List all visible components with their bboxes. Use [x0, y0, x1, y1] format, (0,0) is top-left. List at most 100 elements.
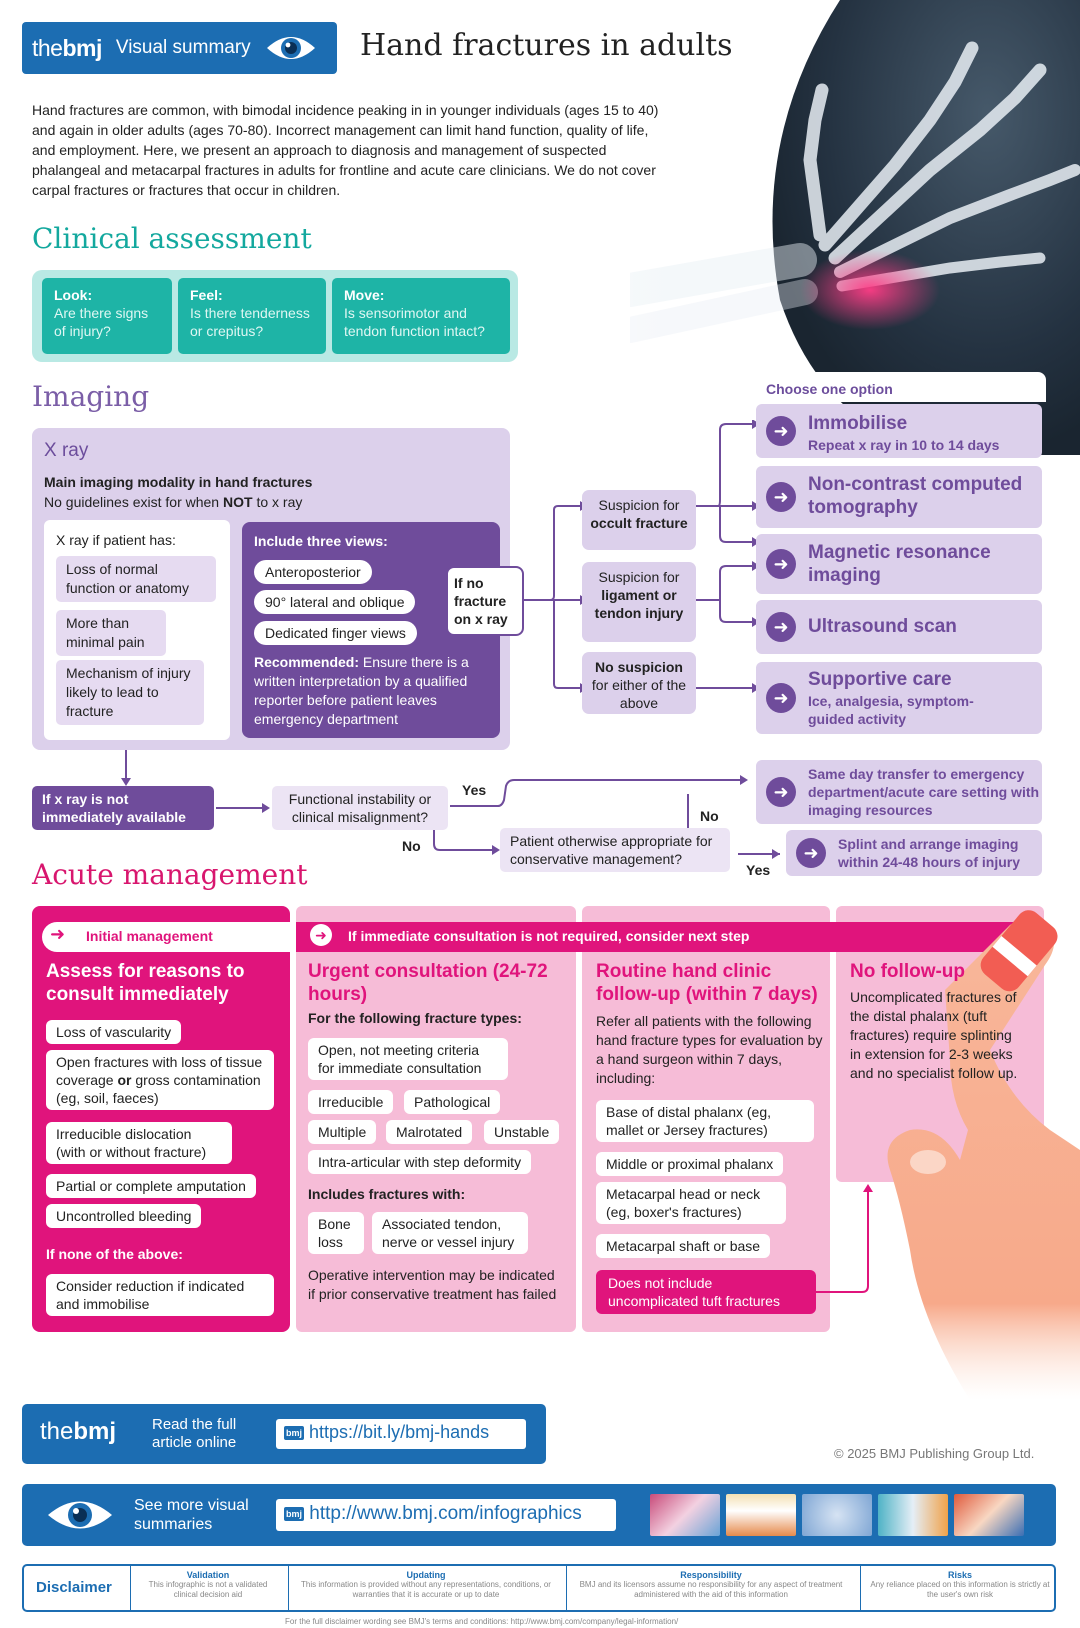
summary-thumbnail[interactable] — [726, 1494, 796, 1536]
yes-label: Yes — [462, 782, 487, 798]
no-followup-text: Uncomplicated fractures of the distal ph… — [850, 989, 1018, 1081]
bmj-badge-icon: bmj — [284, 1426, 305, 1441]
initial-management-label: Initial management — [86, 928, 213, 944]
infographics-link[interactable]: bmj http://www.bmj.com/infographics — [276, 1499, 616, 1531]
eye-icon — [48, 1501, 112, 1529]
arrow-right-icon: ➜ — [796, 838, 826, 868]
clinical-assessment-panel: Look: Are there signs of injury? Feel: I… — [32, 270, 518, 362]
view-item: Dedicated finger views — [254, 621, 417, 645]
col2-heading: Urgent consultation (24-72 hours) — [308, 961, 548, 1005]
visual-summary-label: Visual summary — [115, 37, 251, 58]
bmj-logo: thebmj — [40, 1418, 117, 1445]
three-views-title: Include three views: — [254, 533, 388, 549]
view-item: 90° lateral and oblique — [254, 590, 416, 614]
immediate-consult-column — [32, 906, 290, 1332]
choose-option-label: Choose one option — [766, 381, 893, 397]
summary-thumbnail[interactable] — [954, 1494, 1024, 1536]
consult-reason-item: Uncontrolled bleeding — [46, 1204, 202, 1228]
option-supportive-care: ➜ Supportive care Ice, analgesia, sympto… — [756, 662, 1042, 734]
choose-option-header — [750, 372, 1046, 402]
includes-item: Bone loss — [308, 1212, 364, 1254]
divider — [566, 1566, 567, 1610]
next-step-band — [296, 922, 1040, 952]
look-card: Look: Are there signs of injury? — [42, 278, 172, 354]
fracture-type-item: Intra-articular with step deformity — [308, 1150, 532, 1174]
article-link[interactable]: bmj https://bit.ly/bmj-hands — [276, 1419, 526, 1449]
indication-item: More than minimal pain — [56, 610, 166, 656]
conservative-management-question: Patient otherwise appropriate for conser… — [500, 828, 730, 872]
xray-guideline-note: No guidelines exist for when NOT to x ra… — [44, 494, 303, 510]
consider-reduction-item: Consider reduction if indicated and immo… — [46, 1274, 274, 1316]
option-ct: ➜ Non-contrast computed tomography — [756, 466, 1042, 528]
no-label: No — [700, 808, 719, 824]
operative-note: Operative intervention may be indicated … — [308, 1267, 557, 1302]
arrow-right-icon: ➜ — [766, 683, 796, 713]
triage-flow-connectors — [121, 750, 780, 859]
option-ultrasound: ➜ Ultrasound scan — [756, 600, 1042, 654]
refer-text: Refer all patients with the following ha… — [596, 1013, 823, 1086]
arrow-right-icon: ➜ — [766, 416, 796, 446]
page-title: Hand fractures in adults — [360, 28, 733, 63]
if-no-fracture-node: If no fracture on x ray — [446, 566, 524, 636]
eye-icon — [266, 37, 315, 59]
routine-item: Metacarpal head or neck (eg, boxer's fra… — [596, 1182, 786, 1224]
xray-label: X ray — [44, 440, 89, 461]
arrow-right-icon: ➜ — [766, 549, 796, 579]
disclaimer-note: For the full disclaimer wording see BMJ'… — [285, 1617, 679, 1626]
divider — [860, 1566, 861, 1610]
feel-card: Feel: Is there tenderness or crepitus? — [178, 278, 326, 354]
fracture-types-label: For the following fracture types: — [308, 1010, 522, 1026]
summary-thumbnail[interactable] — [650, 1494, 720, 1536]
col1-heading: Assess for reasons to consult immediatel… — [46, 961, 245, 1005]
disclaimer-box — [22, 1564, 1056, 1612]
finger-splint-illustration — [887, 910, 1080, 1400]
includes-label: Includes fractures with: — [308, 1186, 466, 1202]
tuft-to-no-followup-connector — [816, 1184, 873, 1293]
instability-question: Functional instability or clinical misal… — [272, 786, 448, 830]
tuft-exclusion-note: Does not include uncomplicated tuft frac… — [596, 1270, 816, 1314]
disclaimer-title: Disclaimer — [36, 1579, 112, 1596]
consult-reason-item: Open fractures with loss of tissue cover… — [46, 1050, 274, 1110]
view-item: Anteroposterior — [254, 560, 372, 584]
initial-management-band — [42, 922, 292, 952]
xray-not-available-node: If x ray is not immediately available — [32, 786, 214, 830]
fracture-type-item: Unstable — [484, 1120, 560, 1144]
imaging-heading: Imaging — [32, 380, 150, 413]
routine-item: Metacarpal shaft or base — [596, 1234, 771, 1258]
option-same-day-transfer: ➜ Same day transfer to emergency departm… — [756, 760, 1042, 824]
fracture-type-item: Multiple — [308, 1120, 377, 1144]
summary-thumbnail[interactable] — [802, 1494, 872, 1536]
intro-paragraph: Hand fractures are common, with bimodal … — [32, 102, 659, 198]
consult-reason-item: Irreducible dislocation (with or without… — [46, 1122, 232, 1164]
bmj-visual-summary-badge: thebmj Visual summary — [22, 22, 337, 74]
acute-management-heading: Acute management — [32, 858, 308, 891]
urgent-consult-column — [296, 906, 576, 1332]
summary-thumbnail[interactable] — [878, 1494, 948, 1536]
see-more-label: See more visual summaries — [134, 1497, 249, 1533]
xray-indications-title: X ray if patient has: — [56, 532, 176, 548]
fracture-type-item: Pathological — [404, 1090, 501, 1114]
consult-reason-item: Loss of vascularity — [46, 1020, 182, 1044]
indication-item: Mechanism of injury likely to lead to fr… — [56, 660, 204, 725]
arrow-right-icon: ➜ — [310, 924, 332, 946]
routine-item: Base of distal phalanx (eg, mallet or Je… — [596, 1100, 814, 1142]
option-splint-imaging: ➜ Splint and arrange imaging within 24-4… — [786, 830, 1042, 876]
option-immobilise: ➜ Immobilise Repeat x ray in 10 to 14 da… — [756, 404, 1042, 458]
xray-main-modality: Main imaging modality in hand fractures — [44, 474, 313, 490]
arrow-right-icon: ➜ — [50, 924, 66, 944]
fracture-type-item: Malrotated — [386, 1120, 473, 1144]
fracture-type-item: Irreducible — [308, 1090, 394, 1114]
next-step-label: If immediate consultation is not require… — [348, 928, 750, 944]
col3-heading: Routine hand clinic follow-up (within 7 … — [596, 961, 818, 1005]
recommendation-text: Recommended: Ensure there is a written i… — [254, 654, 469, 727]
includes-item: Associated tendon, nerve or vessel injur… — [372, 1212, 528, 1254]
hand-xray-illustration — [630, 0, 1080, 455]
option-mri: ➜ Magnetic resonance imaging — [756, 534, 1042, 594]
indication-item: Loss of normal function or anatomy — [56, 556, 216, 602]
bmj-logo: thebmj — [32, 34, 102, 61]
divider — [288, 1566, 289, 1610]
